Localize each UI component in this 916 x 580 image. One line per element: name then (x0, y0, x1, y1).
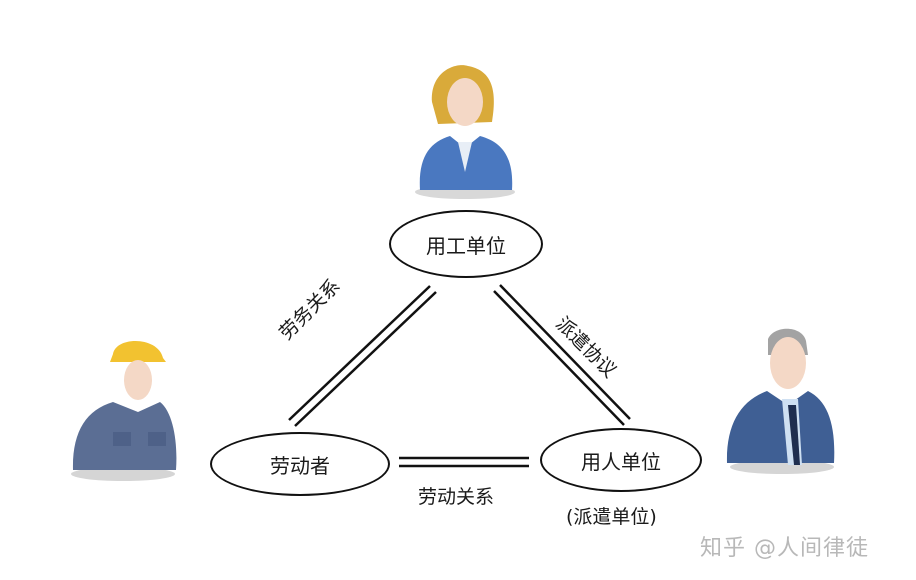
node-worker-label: 劳动者 (270, 453, 330, 478)
node-dispatcher: 用人单位 (540, 428, 702, 492)
node-employer: 用工单位 (389, 210, 543, 278)
businessman-icon (726, 328, 835, 474)
construction-worker-icon (71, 340, 177, 481)
node-dispatcher-label: 用人单位 (581, 449, 661, 474)
watermark: 知乎 @人间律徒 (700, 536, 869, 561)
node-employer-label: 用工单位 (426, 233, 506, 258)
edge-label-labor-relation: 劳动关系 (418, 486, 495, 508)
dispatcher-note: (派遣单位) (566, 506, 657, 528)
node-worker: 劳动者 (210, 432, 390, 496)
businesswoman-icon (415, 65, 515, 199)
